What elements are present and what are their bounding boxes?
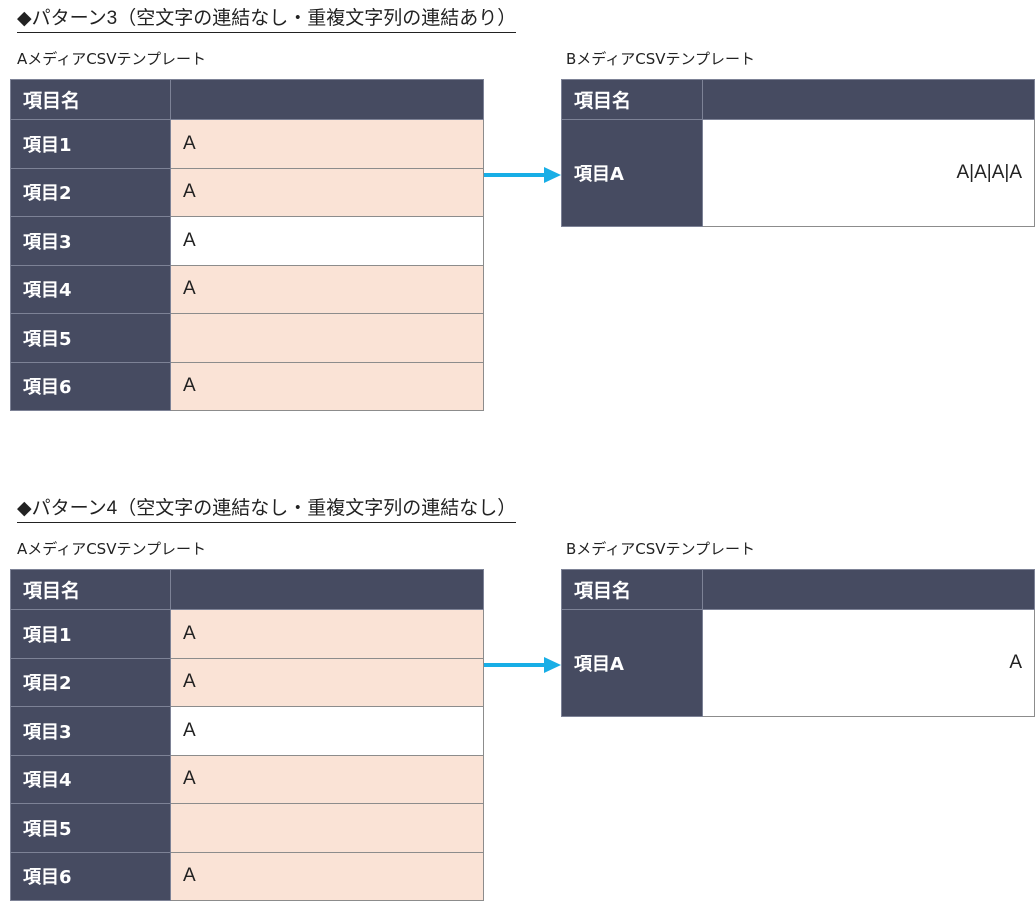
row-label: 項目1 <box>10 119 171 169</box>
row-value: A <box>170 706 484 756</box>
item-name-header: 項目名 <box>561 569 703 610</box>
arrow-right-icon <box>484 167 561 183</box>
value-header <box>702 79 1035 120</box>
table-header-row: 項目名 <box>561 79 1035 120</box>
row-label: 項目2 <box>10 167 171 217</box>
a-template-table: 項目名 項目1 A 項目2 A 項目3 A 項目4 A 項目5 <box>10 569 484 901</box>
row-value: A <box>170 167 484 217</box>
row-label: 項目6 <box>10 851 171 901</box>
b-template-table: 項目名 項目A A|A|A|A <box>561 79 1035 227</box>
table-row: 項目1 A <box>10 119 484 169</box>
table-row: 項目4 A <box>10 754 484 804</box>
b-template-table: 項目名 項目A A <box>561 569 1035 717</box>
table-row: 項目A A|A|A|A <box>561 119 1035 227</box>
a-template-table: 項目名 項目1 A 項目2 A 項目3 A 項目4 A 項目5 <box>10 79 484 411</box>
value-header <box>170 79 484 120</box>
arrow-head <box>544 167 561 183</box>
pattern3-section: ◆パターン3（空文字の連結なし・重複文字列の連結あり） AメディアCSVテンプレ… <box>0 0 1036 430</box>
row-label: 項目5 <box>10 313 171 363</box>
table-header-row: 項目名 <box>10 569 484 610</box>
row-value: A <box>170 851 484 901</box>
table-row: 項目3 A <box>10 216 484 266</box>
arrow-right-icon <box>484 657 561 673</box>
row-label: 項目4 <box>10 264 171 314</box>
table-row: 項目A A <box>561 609 1035 717</box>
b-template-caption: BメディアCSVテンプレート <box>566 50 756 68</box>
row-value: A <box>170 609 484 659</box>
b-table-body: 項目名 項目A A|A|A|A <box>561 79 1035 227</box>
row-label: 項目A <box>561 119 703 227</box>
a-table-body: 項目名 項目1 A 項目2 A 項目3 A 項目4 A 項目5 <box>10 79 484 411</box>
value-header <box>702 569 1035 610</box>
pattern4-heading: ◆パターン4（空文字の連結なし・重複文字列の連結なし） <box>17 496 517 523</box>
row-label: 項目A <box>561 609 703 717</box>
table-row: 項目4 A <box>10 264 484 314</box>
pattern3-heading: ◆パターン3（空文字の連結なし・重複文字列の連結あり） <box>17 6 517 33</box>
row-label: 項目5 <box>10 803 171 853</box>
item-name-header: 項目名 <box>10 79 171 120</box>
heading-prefix: ◆パターン <box>17 7 107 29</box>
table-row: 項目3 A <box>10 706 484 756</box>
heading-prefix: ◆パターン <box>17 497 107 519</box>
a-template-caption: AメディアCSVテンプレート <box>17 50 207 68</box>
row-label: 項目3 <box>10 216 171 266</box>
row-value <box>170 803 484 853</box>
table-row: 項目1 A <box>10 609 484 659</box>
row-value: A <box>170 657 484 707</box>
row-label: 項目3 <box>10 706 171 756</box>
table-row: 項目5 <box>10 803 484 853</box>
arrow-head <box>544 657 561 673</box>
table-row: 項目6 A <box>10 851 484 901</box>
heading-number: 4 <box>106 498 118 519</box>
row-value: A <box>170 754 484 804</box>
a-table-body: 項目名 項目1 A 項目2 A 項目3 A 項目4 A 項目5 <box>10 569 484 901</box>
row-value: A <box>170 216 484 266</box>
table-header-row: 項目名 <box>10 79 484 120</box>
heading-suffix: （空文字の連結なし・重複文字列の連結なし） <box>117 497 517 519</box>
table-row: 項目5 <box>10 313 484 363</box>
a-template-caption: AメディアCSVテンプレート <box>17 540 207 558</box>
pattern4-section: ◆パターン4（空文字の連結なし・重複文字列の連結なし） AメディアCSVテンプレ… <box>0 490 1036 920</box>
item-name-header: 項目名 <box>10 569 171 610</box>
row-value: A <box>170 264 484 314</box>
table-row: 項目2 A <box>10 167 484 217</box>
row-value: A <box>170 119 484 169</box>
row-value <box>170 313 484 363</box>
row-value: A <box>170 361 484 411</box>
item-name-header: 項目名 <box>561 79 703 120</box>
concatenated-value: A|A|A|A <box>702 119 1035 227</box>
table-row: 項目2 A <box>10 657 484 707</box>
concatenated-value: A <box>702 609 1035 717</box>
b-table-body: 項目名 項目A A <box>561 569 1035 717</box>
row-label: 項目4 <box>10 754 171 804</box>
b-template-caption: BメディアCSVテンプレート <box>566 540 756 558</box>
row-label: 項目6 <box>10 361 171 411</box>
heading-suffix: （空文字の連結なし・重複文字列の連結あり） <box>117 7 517 29</box>
row-label: 項目2 <box>10 657 171 707</box>
table-header-row: 項目名 <box>561 569 1035 610</box>
table-row: 項目6 A <box>10 361 484 411</box>
heading-number: 3 <box>106 8 118 29</box>
row-label: 項目1 <box>10 609 171 659</box>
value-header <box>170 569 484 610</box>
